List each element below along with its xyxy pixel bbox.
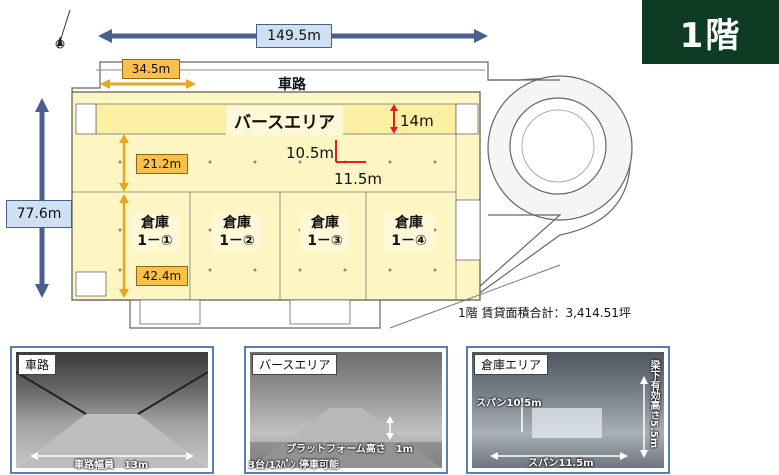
- berth-photo: [250, 352, 442, 468]
- photo-title-roadway: 車路: [18, 354, 57, 375]
- photo-panel-warehouse: 倉庫エリア スパン10.5m スパン11.5m 梁下有効高さ5.5m: [466, 346, 670, 474]
- roadway-width-arrow: [100, 79, 196, 89]
- span-11-5-caption: スパン11.5m: [528, 458, 594, 469]
- warehouse-1-2-label: 倉庫 1－②: [212, 214, 262, 250]
- warehouse-depth-label: 42.4m: [136, 266, 188, 286]
- left-height-label: 77.6m: [6, 200, 72, 228]
- berth-area-label: バースエリア: [226, 106, 344, 135]
- berth-14m-label: 14m: [400, 112, 434, 130]
- berth-photo-art: [250, 408, 442, 468]
- warehouse-name: 倉庫: [311, 215, 339, 231]
- roadway-width-caption: 車路幅員 13m: [74, 460, 149, 471]
- span-arrows: [335, 140, 366, 163]
- warehouse-number: 1－③: [307, 233, 343, 249]
- warehouse-1-3-label: 倉庫 1－③: [300, 214, 350, 250]
- ramp: [469, 75, 633, 296]
- warehouse-depth-arrow: [119, 194, 129, 298]
- left-height-arrow: [35, 98, 49, 298]
- rentable-total-label: 1階 賃貸面積合計：3,414.51坪: [458, 306, 631, 320]
- warehouse-1-1-label: 倉庫 1－①: [130, 214, 180, 250]
- span-x-label: 11.5m: [334, 170, 383, 188]
- warehouse-number: 1－④: [391, 233, 427, 249]
- roadway-photo-art: [16, 371, 208, 468]
- parking-capacity-caption: 3台/1ｽﾊﾟﾝ 停車可能: [248, 460, 340, 471]
- warehouse-number: 1－①: [137, 233, 173, 249]
- top-width-label: 149.5m: [256, 24, 332, 48]
- warehouse-photo-art: [490, 376, 648, 460]
- span-10-5-caption: スパン10.5m: [476, 398, 542, 409]
- photo-title-berth: バースエリア: [252, 354, 338, 375]
- berth-14m-arrow: [390, 104, 398, 134]
- photo-panel-berth: バースエリア プラットフォーム高さ 1m 3台/1ｽﾊﾟﾝ 停車可能: [244, 346, 448, 474]
- floor-badge: 1階: [642, 0, 779, 64]
- warehouse-1-4-label: 倉庫 1－④: [384, 214, 434, 250]
- photo-title-warehouse: 倉庫エリア: [474, 354, 549, 375]
- roadway-width-label: 34.5m: [122, 59, 180, 79]
- berth-depth-inner-label: 21.2m: [136, 154, 188, 174]
- warehouse-name: 倉庫: [141, 215, 169, 231]
- north-arrow-icon: [55, 9, 71, 49]
- warehouse-number: 1－②: [219, 233, 255, 249]
- beam-clearance-caption: 梁下有効高さ5.5m: [648, 360, 659, 449]
- warehouse-name: 倉庫: [395, 215, 423, 231]
- platform-height-caption: プラットフォーム高さ 1m: [286, 444, 414, 455]
- roadway-label: 車路: [278, 77, 306, 93]
- photo-panel-roadway: 車路 車路幅員 13m: [10, 346, 214, 474]
- span-y-label: 10.5m: [286, 144, 335, 162]
- warehouse-name: 倉庫: [223, 215, 251, 231]
- berth-depth-arrow: [119, 134, 129, 192]
